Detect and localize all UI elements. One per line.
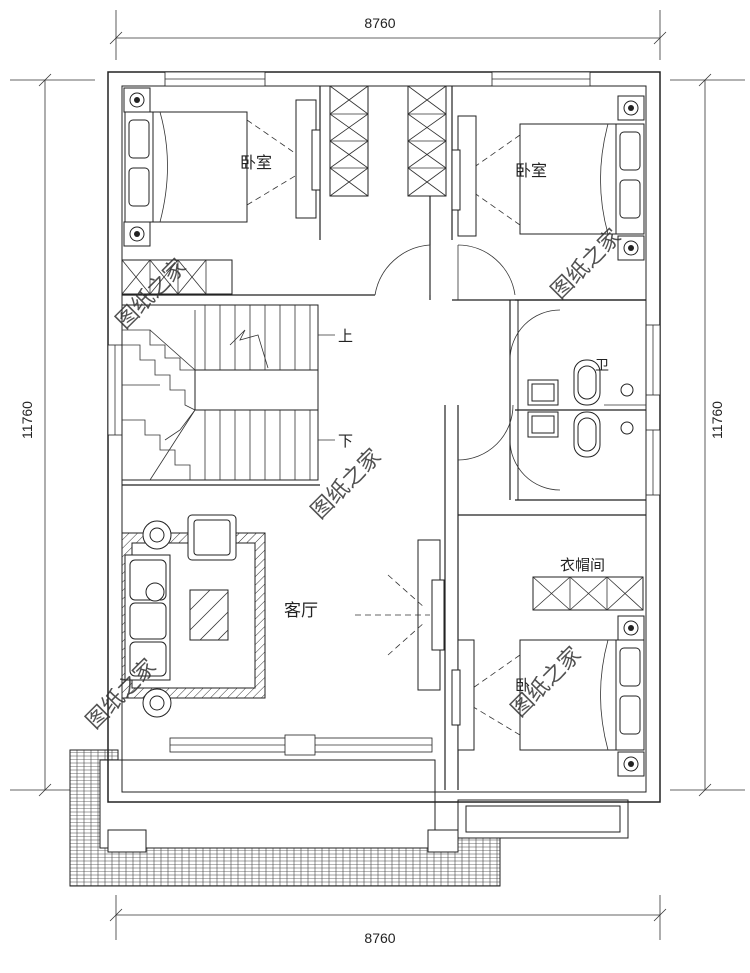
room-label-bedroom-bottom: 卧 [515,676,530,694]
room-label-bathroom: 卫 [595,358,609,374]
dimension-bottom: 8760 [109,895,667,946]
doors [374,244,561,491]
windows [107,71,661,756]
bedroom-bottom: 卧 [451,615,645,777]
stair-down-label: 下 [338,432,353,450]
dimension-top-label: 8760 [364,15,395,31]
balcony [69,749,629,887]
bedroom-left: 卧室 [121,87,321,295]
room-label-cloakroom: 衣帽间 [560,556,605,574]
staircase: 上 下 [121,304,353,481]
bedroom-right: 卧室 [451,95,645,261]
cloakroom: 衣帽间 [532,556,644,611]
wardrobe-top [329,85,447,197]
room-label-living-room: 客厅 [284,601,318,621]
watermark-2: 图纸之家 [307,444,387,524]
dimension-right: 11760 [670,73,745,797]
bathroom: 卫 [517,299,647,501]
dimension-left: 11760 [10,73,95,797]
dimension-left-label: 11760 [19,401,35,439]
stair-up-label: 上 [338,327,353,345]
room-label-bedroom-left: 卧室 [240,153,272,172]
watermark-4: 图纸之家 [547,224,627,304]
room-label-bedroom-right: 卧室 [515,161,547,180]
living-room: 客厅 [121,514,445,718]
dimension-right-label: 11760 [709,401,725,439]
dimension-top: 8760 [109,10,667,60]
dimension-bottom-label: 8760 [364,930,395,946]
